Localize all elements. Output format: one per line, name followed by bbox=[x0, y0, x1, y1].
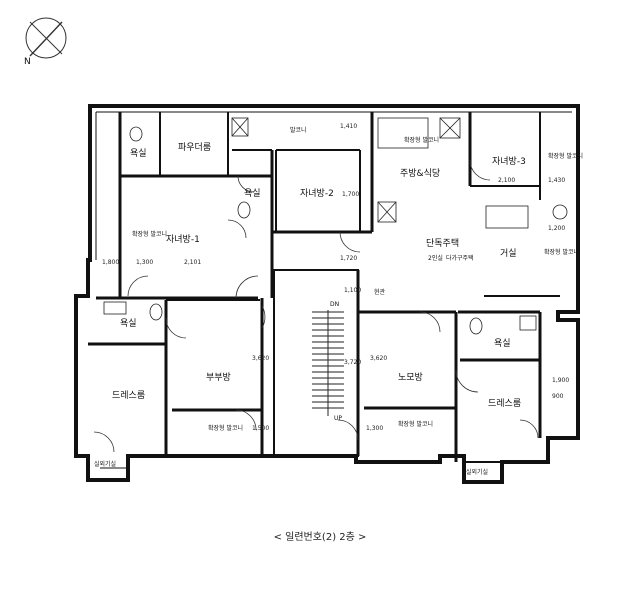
room-label: 거실 bbox=[500, 248, 517, 259]
dimension-labels: 1,410 1,700 1,720 2,100 1,430 1,300 1,20… bbox=[102, 123, 569, 432]
room-label: 욕실 bbox=[130, 148, 147, 159]
room-label: 확장형 발코니 bbox=[404, 136, 439, 144]
room-label: 확장형 발코니 bbox=[548, 152, 583, 160]
room-label: 확장형 발코니 bbox=[544, 248, 579, 256]
toilet-icon bbox=[129, 126, 143, 142]
room-label: 다가구주택 bbox=[446, 254, 474, 262]
shower-icon bbox=[231, 117, 249, 137]
room-label: 드레스룸 bbox=[488, 398, 521, 409]
door-swings bbox=[93, 159, 539, 453]
room-label: 욕실 bbox=[494, 338, 511, 349]
shaft-icon bbox=[377, 201, 397, 223]
toilet-icon bbox=[149, 303, 163, 321]
shaft-icon bbox=[439, 117, 461, 139]
fixtures bbox=[103, 117, 568, 335]
dimension: 1,700 bbox=[342, 191, 359, 198]
compass-label: N bbox=[24, 57, 31, 67]
room-label: 발코니 bbox=[290, 126, 307, 134]
dimension: 1,500 bbox=[252, 425, 269, 432]
dimension: 2,100 bbox=[498, 177, 515, 184]
stair-label: DN bbox=[330, 301, 339, 308]
room-label: 확장형 발코니 bbox=[132, 230, 167, 238]
sink-icon bbox=[103, 301, 127, 315]
stair-label: UP bbox=[334, 415, 342, 422]
dimension: 1,800 bbox=[102, 259, 119, 266]
sink-icon bbox=[552, 204, 568, 220]
walls bbox=[74, 104, 580, 484]
room-label: 실외기실 bbox=[466, 468, 488, 476]
dimension: 1,430 bbox=[548, 177, 565, 184]
compass-icon: N bbox=[24, 17, 67, 67]
room-label: 단독주택 bbox=[426, 238, 459, 249]
dimension: 1,410 bbox=[340, 123, 357, 130]
room-label: 노모방 bbox=[398, 372, 423, 383]
sink-icon bbox=[519, 315, 537, 331]
dimension: 3,620 bbox=[252, 355, 269, 362]
room-labels: 욕실 파우더룸 발코니 욕실 자녀방-2 주방&식당 자녀방-3 자녀방-1 단… bbox=[94, 126, 583, 476]
room-label: 욕실 bbox=[244, 188, 261, 199]
dimension: 3,620 bbox=[370, 355, 387, 362]
room-label: 현관 bbox=[374, 288, 386, 296]
kitchen-counter-icon bbox=[377, 117, 429, 149]
dimension: 3,720 bbox=[344, 359, 361, 366]
room-label: 드레스룸 bbox=[112, 390, 145, 401]
toilet-icon bbox=[237, 201, 251, 219]
room-label: 실외기실 bbox=[94, 460, 116, 468]
sofa-icon bbox=[485, 205, 529, 229]
dimension: 1,300 bbox=[366, 425, 383, 432]
room-label: 주방&식당 bbox=[400, 168, 440, 179]
toilet-icon bbox=[469, 317, 483, 335]
dimension: 900 bbox=[552, 393, 564, 400]
dimension: 2,101 bbox=[184, 259, 201, 266]
dimension: 1,300 bbox=[136, 259, 153, 266]
staircase bbox=[312, 310, 344, 416]
dimension: 1,200 bbox=[548, 225, 565, 232]
room-label: 파우더룸 bbox=[178, 142, 211, 153]
room-label: 욕실 bbox=[120, 318, 137, 329]
plan-caption: < 일련번호(2) 2층 > bbox=[273, 532, 367, 543]
room-label: 부부방 bbox=[206, 372, 231, 383]
dimension: 1,720 bbox=[340, 255, 357, 262]
room-label: 자녀방-3 bbox=[492, 156, 526, 167]
room-label: 확장형 발코니 bbox=[208, 424, 243, 432]
room-label: 자녀방-1 bbox=[166, 234, 200, 245]
room-label: 자녀방-2 bbox=[300, 188, 334, 199]
room-label: 확장형 발코니 bbox=[398, 420, 433, 428]
room-label: 2인실 bbox=[428, 254, 443, 262]
dimension: 1,100 bbox=[344, 287, 361, 294]
dimension: 1,900 bbox=[552, 377, 569, 384]
